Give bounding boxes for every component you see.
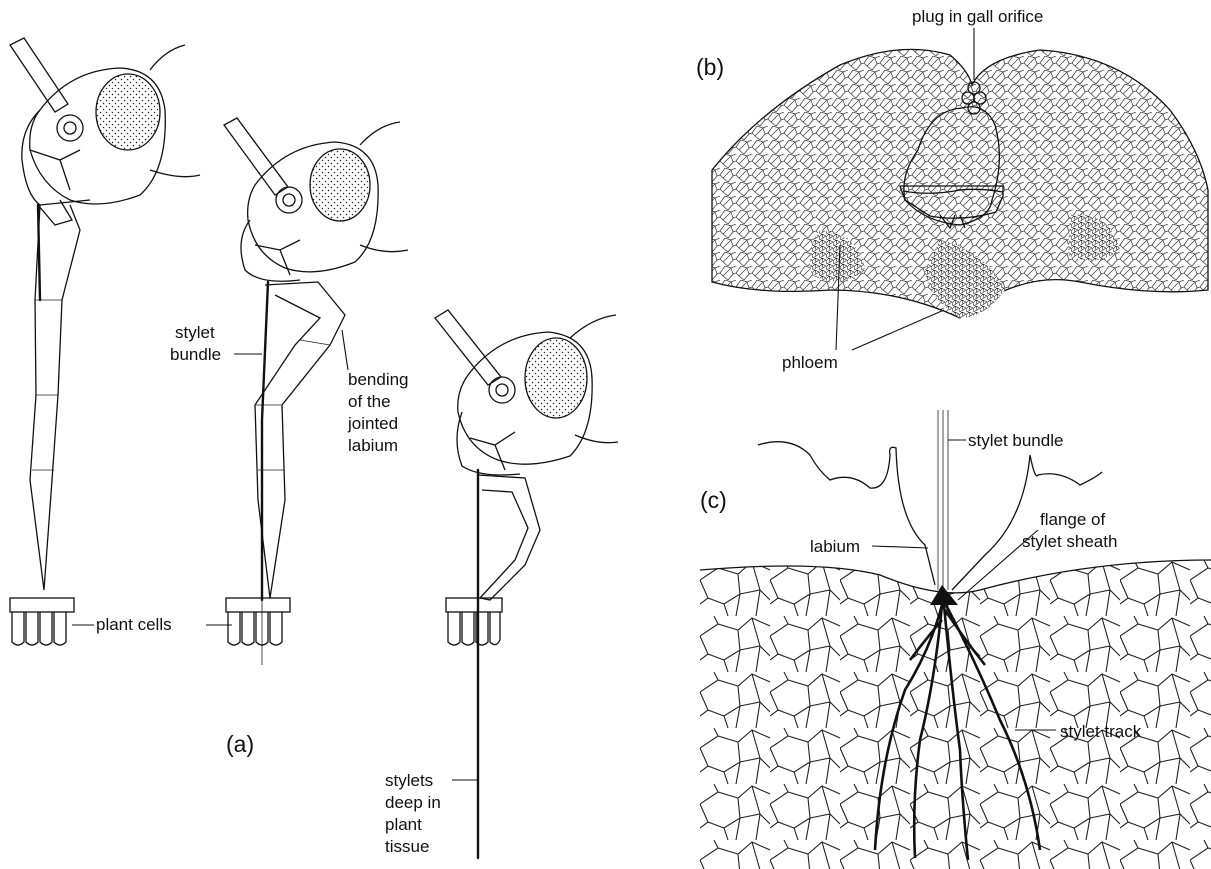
label-stylet-bundle-c: stylet bundle <box>968 431 1063 450</box>
label-stylet-track: stylet track <box>1060 722 1142 741</box>
labium-1 <box>30 205 80 590</box>
aphid-head-2 <box>224 118 408 281</box>
aphid-head-3 <box>435 310 618 475</box>
label-plant-cells: plant cells <box>96 615 172 634</box>
label-phloem: phloem <box>782 353 838 372</box>
label-flange-line1: flange of <box>1040 510 1105 529</box>
panel-label-b: (b) <box>696 54 724 80</box>
aphid-head-1 <box>10 38 200 225</box>
label-stylets-deep-line1: stylets <box>385 771 433 790</box>
gall-cross-section <box>712 49 1208 318</box>
label-labium-c: labium <box>810 537 860 556</box>
compound-eye-icon <box>310 149 370 221</box>
panel-label-c: (c) <box>700 487 727 513</box>
compound-eye-icon <box>525 338 587 418</box>
compound-eye-icon <box>96 74 160 150</box>
panel-a-drawing <box>10 38 618 858</box>
label-bending-line3: jointed <box>347 414 398 433</box>
leaf-tissue-section <box>700 442 1211 869</box>
label-stylets-deep-line2: deep in <box>385 793 441 812</box>
plant-cells-3 <box>446 598 502 645</box>
label-bending-line1: bending <box>348 370 409 389</box>
label-plug-in-gall-orifice: plug in gall orifice <box>912 7 1043 26</box>
label-flange-line2: stylet sheath <box>1022 532 1117 551</box>
label-stylets-deep-line3: plant <box>385 815 422 834</box>
labium-2-bent <box>255 282 345 598</box>
labium-3-folded <box>478 475 540 600</box>
label-bending-line4: labium <box>348 436 398 455</box>
label-stylet-bundle-a-line1: stylet <box>175 323 215 342</box>
label-stylets-deep-line4: tissue <box>385 837 429 856</box>
plant-cells-2 <box>226 598 290 645</box>
plant-cells-1 <box>10 598 74 645</box>
stylet-bundle-c <box>930 410 958 605</box>
label-stylet-bundle-a-line2: bundle <box>170 345 221 364</box>
panel-label-a: (a) <box>226 731 254 757</box>
label-bending-line2: of the <box>348 392 391 411</box>
